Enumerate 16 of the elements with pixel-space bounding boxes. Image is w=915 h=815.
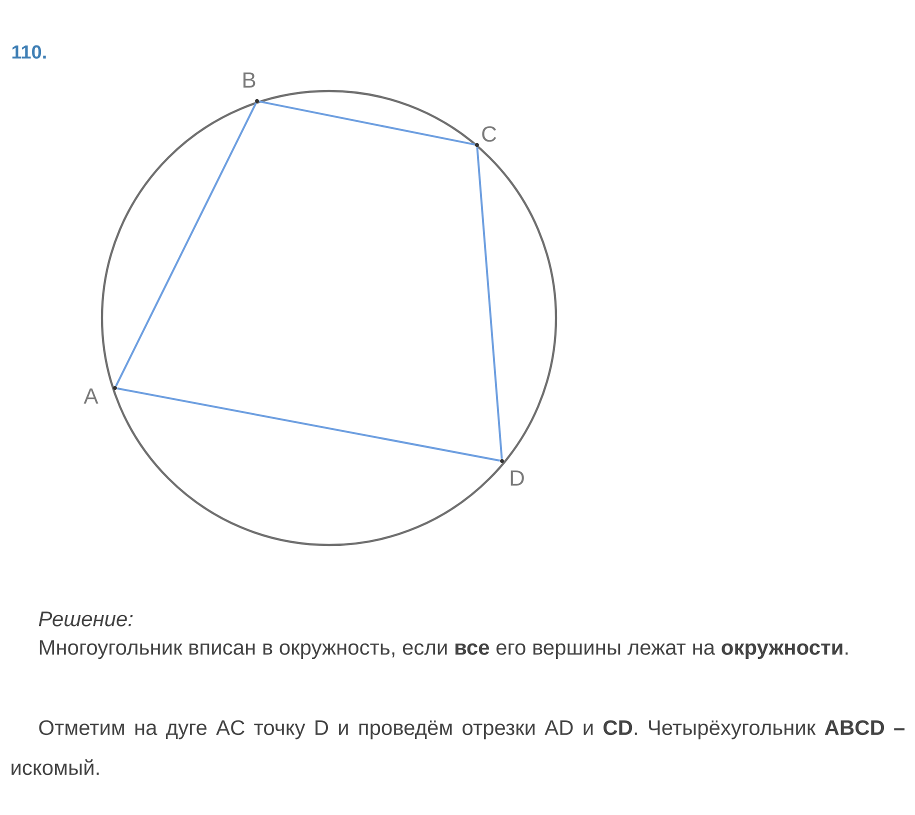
side-segment [115, 102, 257, 386]
side-segment [116, 387, 500, 462]
vertex-label: C [482, 126, 496, 142]
side-segment [476, 147, 503, 459]
problem-number: 110. [12, 45, 46, 59]
vertex-label: B [243, 72, 256, 88]
vertex-point [500, 459, 504, 463]
vertex-label: D [510, 470, 524, 486]
vertex-point [255, 99, 259, 103]
side-segment [258, 100, 476, 146]
vertex-point [475, 143, 479, 147]
solution-heading: Решение: [38, 612, 133, 626]
solution-text: Многоугольник вписан в окружность, если все его вершины лежат на окружности. [40, 640, 848, 660]
vertex-point [113, 386, 117, 390]
vertex-label: A [84, 388, 98, 404]
solution-text: Отметим на дуге AC точку D и проведём отрезки AD и CD. Четырёхугольник ABCD – искомый. [12, 720, 905, 776]
